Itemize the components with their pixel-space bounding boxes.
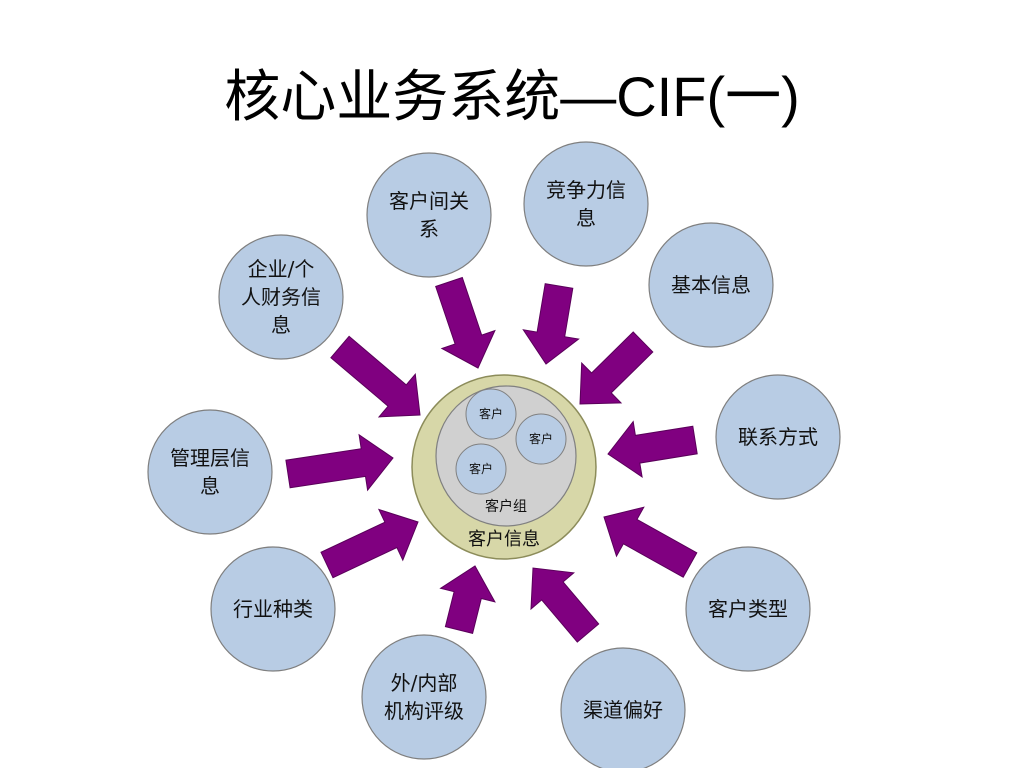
bubble-contact	[715, 374, 841, 500]
bubble-channel-pref	[560, 647, 686, 768]
arrow-management	[285, 433, 394, 492]
customer-group-label: 客户组	[485, 499, 527, 515]
arrow-basic-info	[579, 331, 654, 405]
client-circle-1	[465, 388, 517, 440]
title-cjk: 核心业务系统	[224, 65, 561, 130]
bubble-management	[147, 409, 273, 535]
arrow-contact	[607, 420, 698, 478]
bubble-label-contact: 联系方式	[738, 425, 818, 449]
bubble-label-management: 管理层信 息	[170, 446, 250, 498]
bubbles-layer	[147, 141, 841, 768]
title-latin: —CIF(一)	[560, 65, 800, 128]
arrows-layer	[285, 276, 698, 643]
arrow-customer-type	[603, 506, 698, 578]
bubble-label-customer-type: 客户类型	[708, 597, 788, 621]
bubble-label-customer-relations: 客户间关 系	[389, 189, 469, 241]
client-label-2: 客户	[528, 432, 554, 446]
arrow-competitiveness	[522, 283, 580, 365]
client-circle-3	[455, 443, 507, 495]
arrow-industry	[320, 508, 419, 579]
arrow-customer-relations	[435, 276, 496, 369]
bubble-label-financial: 企业/个 人财务信 息	[241, 257, 321, 337]
core-layer	[411, 374, 597, 560]
bubble-industry	[210, 546, 336, 672]
arrow-rating	[439, 565, 496, 635]
bubble-competitiveness	[523, 141, 649, 267]
bubble-label-rating: 外/内部 机构评级	[384, 671, 464, 723]
bubble-basic-info	[648, 222, 774, 348]
client-label-3: 客户	[468, 462, 494, 476]
bubble-customer-type	[685, 546, 811, 672]
page-title: 核心业务系统—CIF(一)	[0, 52, 1024, 142]
bubble-label-competitiveness: 竞争力信 息	[546, 178, 626, 230]
arrow-channel-pref	[530, 567, 600, 643]
bubble-label-industry: 行业种类	[233, 597, 313, 621]
client-circle-2	[515, 413, 567, 465]
client-label-1: 客户	[478, 407, 504, 421]
bubble-rating	[361, 634, 487, 760]
arrow-financial	[330, 335, 421, 418]
customer-info-label: 客户信息	[468, 529, 540, 550]
bubble-financial	[218, 234, 344, 360]
bubble-label-basic-info: 基本信息	[671, 273, 751, 297]
bubble-label-channel-pref: 渠道偏好	[583, 698, 663, 722]
bubble-customer-relations	[366, 152, 492, 278]
